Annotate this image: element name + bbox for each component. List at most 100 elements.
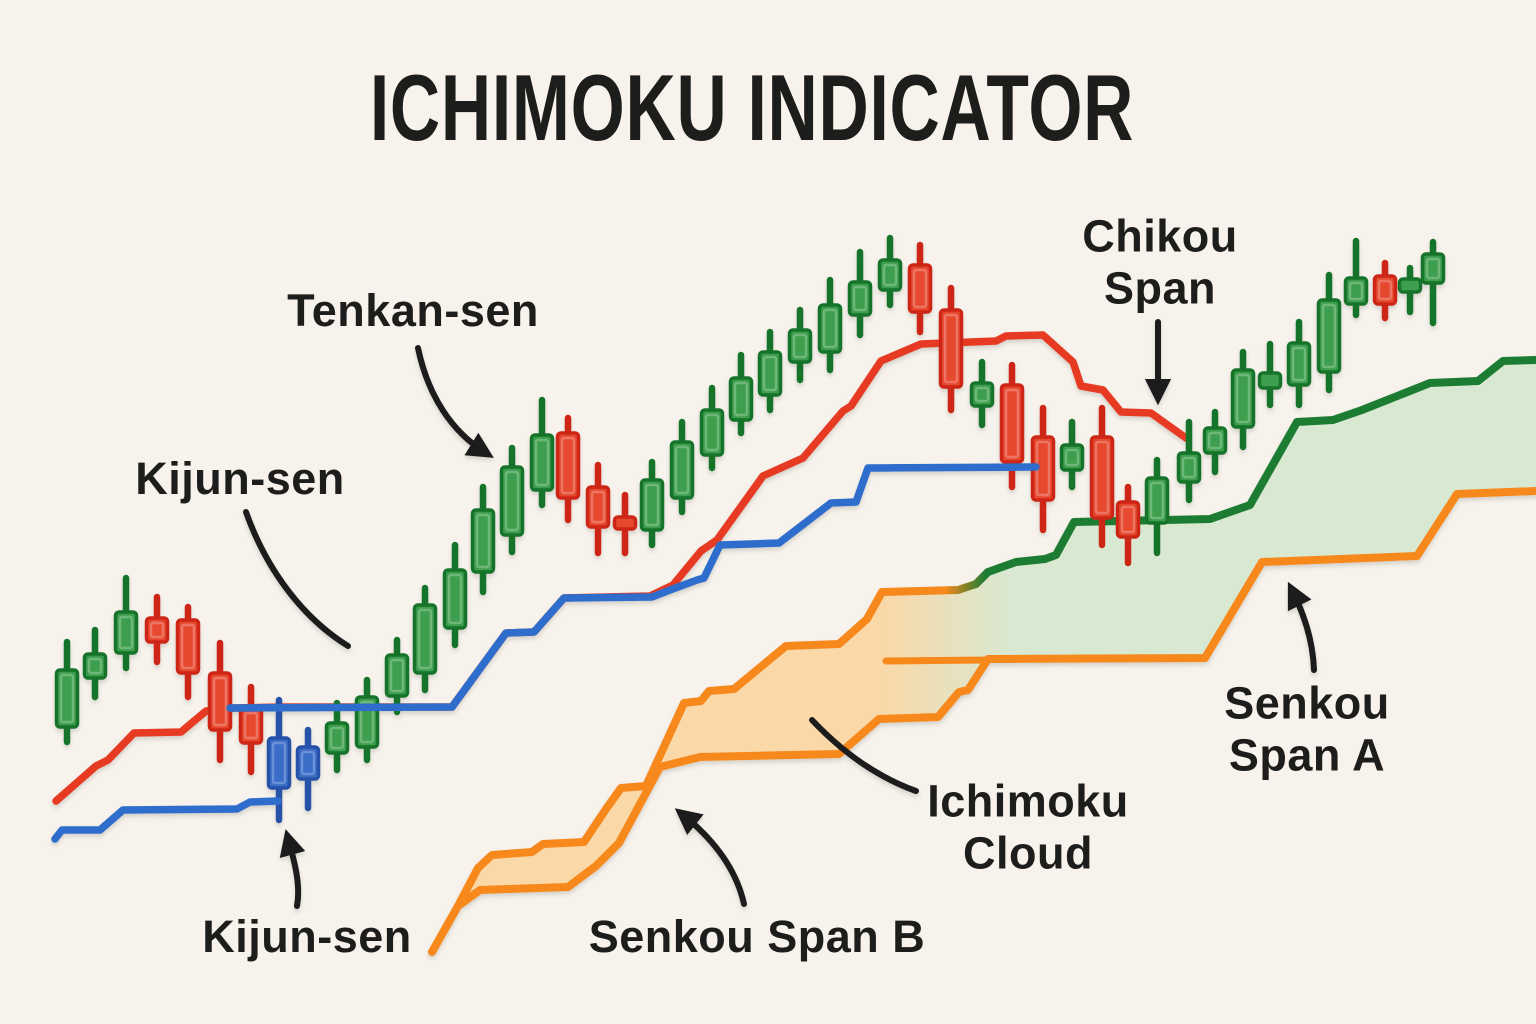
candle-body-highlight <box>644 483 660 527</box>
candle-body <box>1230 368 1256 429</box>
candle-body <box>907 263 933 314</box>
candle-body-highlight <box>243 711 259 740</box>
senkou-span-b-connector <box>674 808 747 907</box>
candle-body-highlight <box>704 413 720 452</box>
tenkan-chikou-line <box>52 331 1190 805</box>
candle-body-highlight <box>560 436 576 495</box>
candle <box>847 248 873 339</box>
candle-body-highlight <box>590 490 606 524</box>
page-title: ICHIMOKU INDICATOR <box>369 55 1135 160</box>
candle-body-highlight <box>417 608 433 670</box>
kijun-sen-bottom-connector <box>279 829 306 909</box>
candle-body-highlight <box>1207 431 1223 450</box>
candle <box>82 626 108 701</box>
candle-body-highlight <box>1377 279 1393 301</box>
candle-body-highlight <box>389 658 405 693</box>
candle-body-highlight <box>447 573 463 625</box>
candle-body-highlight <box>943 313 959 384</box>
candle-body <box>442 568 468 630</box>
tenkan-sen-line <box>52 331 1190 805</box>
candle <box>144 593 170 666</box>
candle-body <box>1397 277 1423 294</box>
label-senkou-span-a: Senkou Span A <box>1224 677 1390 780</box>
candle <box>412 584 438 694</box>
candle-body <box>207 671 233 732</box>
candle <box>999 361 1025 491</box>
candle <box>529 396 555 509</box>
candle-body-highlight <box>475 513 491 569</box>
candle-body <box>144 616 170 644</box>
candle-body-highlight <box>882 263 898 287</box>
candle-body-highlight <box>87 657 103 675</box>
candle <box>1202 408 1228 476</box>
kijun-sen-line-upper <box>226 463 1040 712</box>
candle-body-highlight <box>762 355 778 392</box>
candle-body-highlight <box>1235 373 1251 424</box>
candle-body-highlight <box>1094 440 1110 515</box>
candle-body <box>699 408 725 457</box>
kijun-sen-line-lower <box>51 797 282 843</box>
candle-body <box>728 376 754 422</box>
candle <box>639 458 665 549</box>
candle-body-highlight <box>1181 456 1197 479</box>
candle <box>1115 483 1141 567</box>
candle <box>384 636 410 716</box>
label-ichimoku-cloud: Ichimoku Cloud <box>927 775 1129 878</box>
label-kijun-sen-top: Kijun-sen <box>135 453 345 505</box>
candle <box>669 418 695 516</box>
candle <box>728 351 754 437</box>
candle-body <box>612 515 638 531</box>
candle <box>585 461 611 557</box>
ichimoku-cloud-connector <box>809 717 919 794</box>
candle-body <box>266 736 292 790</box>
candle-body-highlight <box>1149 481 1165 520</box>
candle-body-highlight <box>912 268 928 309</box>
candle <box>470 483 496 596</box>
candle-body-highlight <box>852 285 868 312</box>
candle-body <box>555 431 581 500</box>
candle <box>907 241 933 336</box>
label-senkou-span-b: Senkou Span B <box>588 911 926 963</box>
candle-body <box>470 508 496 574</box>
ichimoku-cloud-area <box>428 356 1536 956</box>
candle-body <box>175 618 201 675</box>
candle-body <box>529 433 555 492</box>
candle-body-highlight <box>674 445 690 495</box>
candle <box>354 676 380 764</box>
candle <box>938 284 964 414</box>
candle-body-highlight <box>1321 303 1337 369</box>
tenkan-sen-connector <box>415 345 494 458</box>
candle <box>295 726 321 812</box>
label-chikou-span: Chikou Span <box>1082 210 1238 313</box>
senkou-span-a-connector <box>1287 581 1317 673</box>
candle <box>113 574 139 672</box>
candle <box>54 638 80 746</box>
candle-body <box>817 303 843 354</box>
candle <box>699 384 725 472</box>
candle <box>817 276 843 374</box>
candle-body-highlight <box>1348 281 1364 301</box>
label-kijun-sen-bottom: Kijun-sen <box>202 911 412 963</box>
candle <box>1089 404 1115 549</box>
candle-body <box>999 383 1025 464</box>
senkou-span-b-line <box>428 487 1536 956</box>
candles <box>54 234 1446 824</box>
candle-body <box>1257 371 1283 390</box>
candle <box>1176 418 1202 504</box>
candle-body <box>1316 298 1342 374</box>
candle-body <box>639 478 665 532</box>
candle <box>787 306 813 384</box>
candle <box>324 699 350 774</box>
candle <box>238 683 264 776</box>
cloud-fill <box>458 360 1536 906</box>
candle-body-highlight <box>1425 257 1441 280</box>
candle-body-highlight <box>329 726 345 750</box>
candle-body-highlight <box>271 741 287 785</box>
candle-body <box>1089 435 1115 520</box>
candle <box>1343 237 1369 319</box>
candle-body <box>1144 476 1170 525</box>
candle-body-highlight <box>504 470 520 532</box>
candle-body-highlight <box>180 623 196 670</box>
candle-body <box>54 668 80 729</box>
